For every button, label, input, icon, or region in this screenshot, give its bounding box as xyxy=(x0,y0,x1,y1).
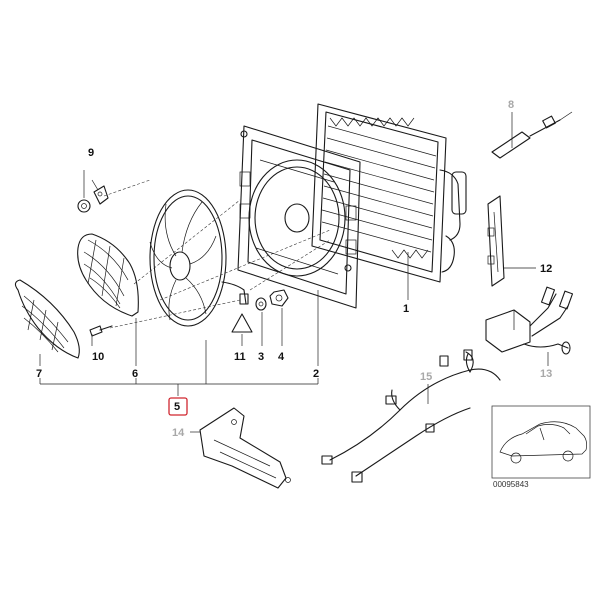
nut-part-4[interactable] xyxy=(269,289,289,307)
warning-label-part-11[interactable] xyxy=(231,313,253,333)
callout-8[interactable]: 8 xyxy=(508,99,514,111)
callout-11[interactable]: 11 xyxy=(234,351,246,363)
fan-grille-part-6a[interactable] xyxy=(77,233,139,317)
condenser-part-1[interactable] xyxy=(311,103,467,283)
callout-2[interactable]: 2 xyxy=(313,368,319,380)
fan-cover-part-7[interactable] xyxy=(14,279,80,359)
callout-7[interactable]: 7 xyxy=(36,368,42,380)
callout-9[interactable]: 9 xyxy=(88,147,94,159)
fan-shroud-part-2[interactable] xyxy=(237,125,361,309)
wiring-harness-part-15[interactable] xyxy=(321,349,501,483)
resistor-part-13[interactable] xyxy=(485,286,574,355)
callout-14[interactable]: 14 xyxy=(172,427,185,439)
callout-4[interactable]: 4 xyxy=(278,351,285,363)
clip-part-9[interactable] xyxy=(77,185,109,213)
callout-15[interactable]: 15 xyxy=(420,371,432,383)
reference-code: 00095843 xyxy=(493,480,529,489)
callout-10[interactable]: 10 xyxy=(92,351,104,363)
callout-1[interactable]: 1 xyxy=(403,303,409,315)
leader-lines xyxy=(39,112,549,433)
sensor-part-8[interactable] xyxy=(491,111,573,159)
callout-12[interactable]: 12 xyxy=(540,263,552,275)
vehicle-thumbnail[interactable] xyxy=(491,405,591,479)
rubber-mount-part-3[interactable] xyxy=(255,297,267,311)
bracket-part-14[interactable] xyxy=(199,407,291,489)
assembly-guide-lines xyxy=(103,179,331,329)
car-icon xyxy=(499,421,588,464)
callout-5[interactable]: 5 xyxy=(174,401,180,413)
callout-13[interactable]: 13 xyxy=(540,368,552,380)
bracket-part-12[interactable] xyxy=(487,195,505,287)
callout-6[interactable]: 6 xyxy=(132,368,138,380)
callout-5-highlight-box xyxy=(168,397,188,416)
callout-3[interactable]: 3 xyxy=(258,351,264,363)
screw-part-10[interactable] xyxy=(89,325,113,337)
fan-wheel-part-6[interactable] xyxy=(149,189,249,327)
